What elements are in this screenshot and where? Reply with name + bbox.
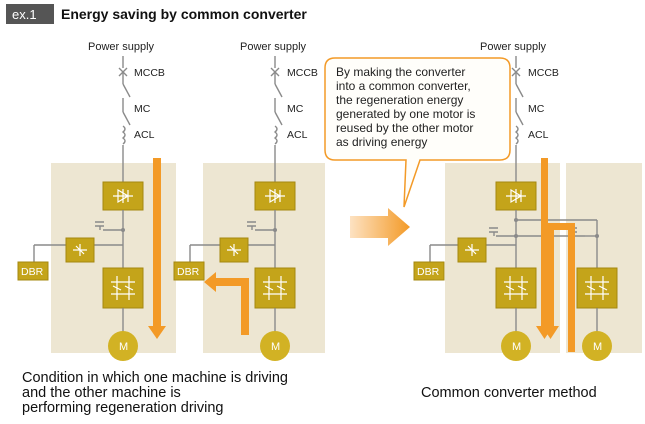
motor-label-1: M (119, 341, 128, 353)
motor-label-3: M (512, 341, 521, 353)
motor-4 (582, 331, 612, 361)
machine-1: Power supply MCCB MC ACL DBR M (17, 41, 176, 361)
dbr-box-2 (173, 261, 205, 281)
acl-label-1: ACL (134, 129, 155, 141)
callout-bubble: By making the converter into a common co… (324, 57, 511, 208)
diagram-title: Energy saving by common converter (61, 6, 307, 22)
mc-label-3: MC (528, 103, 545, 115)
inverter-block-1 (102, 267, 144, 309)
dbr-label-2: DBR (177, 266, 200, 278)
callout-line-1: By making the converter (336, 65, 465, 79)
motor-label-2: M (271, 341, 280, 353)
left-caption-line-1: Condition in which one machine is drivin… (22, 370, 288, 386)
mccb-label-3: MCCB (528, 67, 559, 79)
machine-2: Power supply MCCB MC ACL DBR M (173, 41, 325, 361)
dbr-box-3 (413, 261, 445, 281)
example-tag-label: ex.1 (12, 7, 37, 22)
mc-label-1: MC (134, 103, 151, 115)
example-tag (6, 4, 54, 24)
motor-2 (260, 331, 290, 361)
regeneration-reuse-arrow (542, 223, 575, 352)
driving-energy-arrow-1 (148, 158, 166, 339)
driving-energy-arrow-3 (536, 158, 553, 339)
left-caption-line-2: and the other machine is (22, 385, 181, 401)
callout-line-6: as driving energy (336, 135, 427, 149)
callout-line-3: the regeneration energy (336, 93, 463, 107)
transition-arrow (350, 208, 410, 246)
left-caption-line-3: performing regeneration driving (22, 400, 224, 416)
acl-label-3: ACL (528, 129, 549, 141)
dbr-label-1: DBR (21, 266, 44, 278)
acl-label-2: ACL (287, 129, 308, 141)
mccb-label-2: MCCB (287, 67, 318, 79)
right-caption: Common converter method (421, 385, 597, 401)
callout-line-4: generated by one motor is (336, 107, 475, 121)
motor-3 (501, 331, 531, 361)
dbr-label-3: DBR (417, 266, 440, 278)
callout-line-5: reused by the other motor (336, 121, 473, 135)
mc-label-2: MC (287, 103, 304, 115)
power-supply-label-2: Power supply (240, 41, 307, 53)
inverter-block-3 (495, 267, 537, 309)
dbr-box-1 (17, 261, 49, 281)
common-converter-system: Power supply MCCB MC ACL DBR (413, 41, 642, 361)
regeneration-arrow-2 (204, 272, 249, 335)
power-supply-label-1: Power supply (88, 41, 155, 53)
motor-label-4: M (593, 341, 602, 353)
callout-line-2: into a common converter, (336, 79, 471, 93)
common-panel-right (566, 163, 642, 353)
inverter-block-4 (576, 267, 618, 309)
motor-1 (108, 331, 138, 361)
power-supply-label-3: Power supply (480, 41, 547, 53)
inverter-block-2 (254, 267, 296, 309)
mccb-label-1: MCCB (134, 67, 165, 79)
